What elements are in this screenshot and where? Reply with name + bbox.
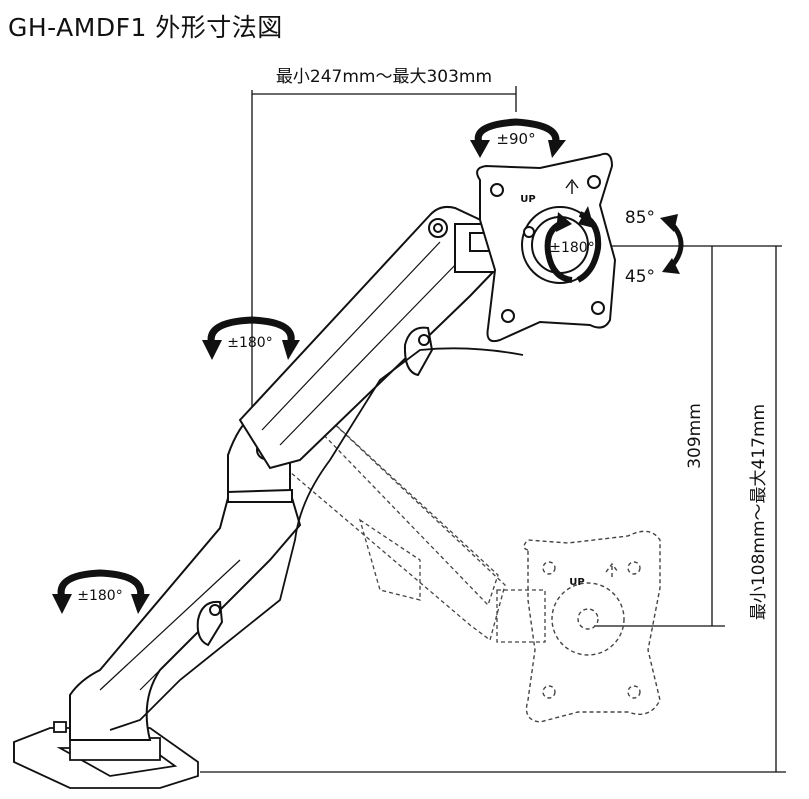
vertical-travel-label: 309mm: [685, 403, 705, 469]
cable-clip-lower: [196, 600, 224, 647]
panel-rotation-label: ±180°: [549, 240, 594, 256]
lowered-vesa-plate: [523, 530, 661, 723]
vertical-dimension: [200, 245, 786, 773]
base-swivel-label: ±180°: [77, 588, 122, 604]
top-swivel-label: ±90°: [496, 130, 535, 148]
page-title: GH-AMDF1 外形寸法図: [8, 13, 283, 42]
elbow-swivel-label: ±180°: [227, 335, 272, 351]
reach-dimension: [251, 86, 517, 420]
vesa-up-label: UP: [520, 194, 535, 205]
lower-arm: [69, 489, 302, 741]
cable: [109, 347, 524, 731]
lowered-up-label: UP: [569, 577, 584, 588]
elbow-swivel-arrow: [207, 316, 295, 347]
top-swivel-arrow: [474, 118, 560, 147]
tilt-down-label: 45°: [625, 267, 655, 287]
base-swivel-arrow: [57, 569, 145, 600]
height-range-label: 最小108mm～最大417mm: [749, 404, 769, 620]
reach-dimension-label: 最小247mm～最大303mm: [276, 67, 492, 87]
upper-arm: [238, 205, 502, 470]
tilt-up-label: 85°: [625, 208, 655, 228]
